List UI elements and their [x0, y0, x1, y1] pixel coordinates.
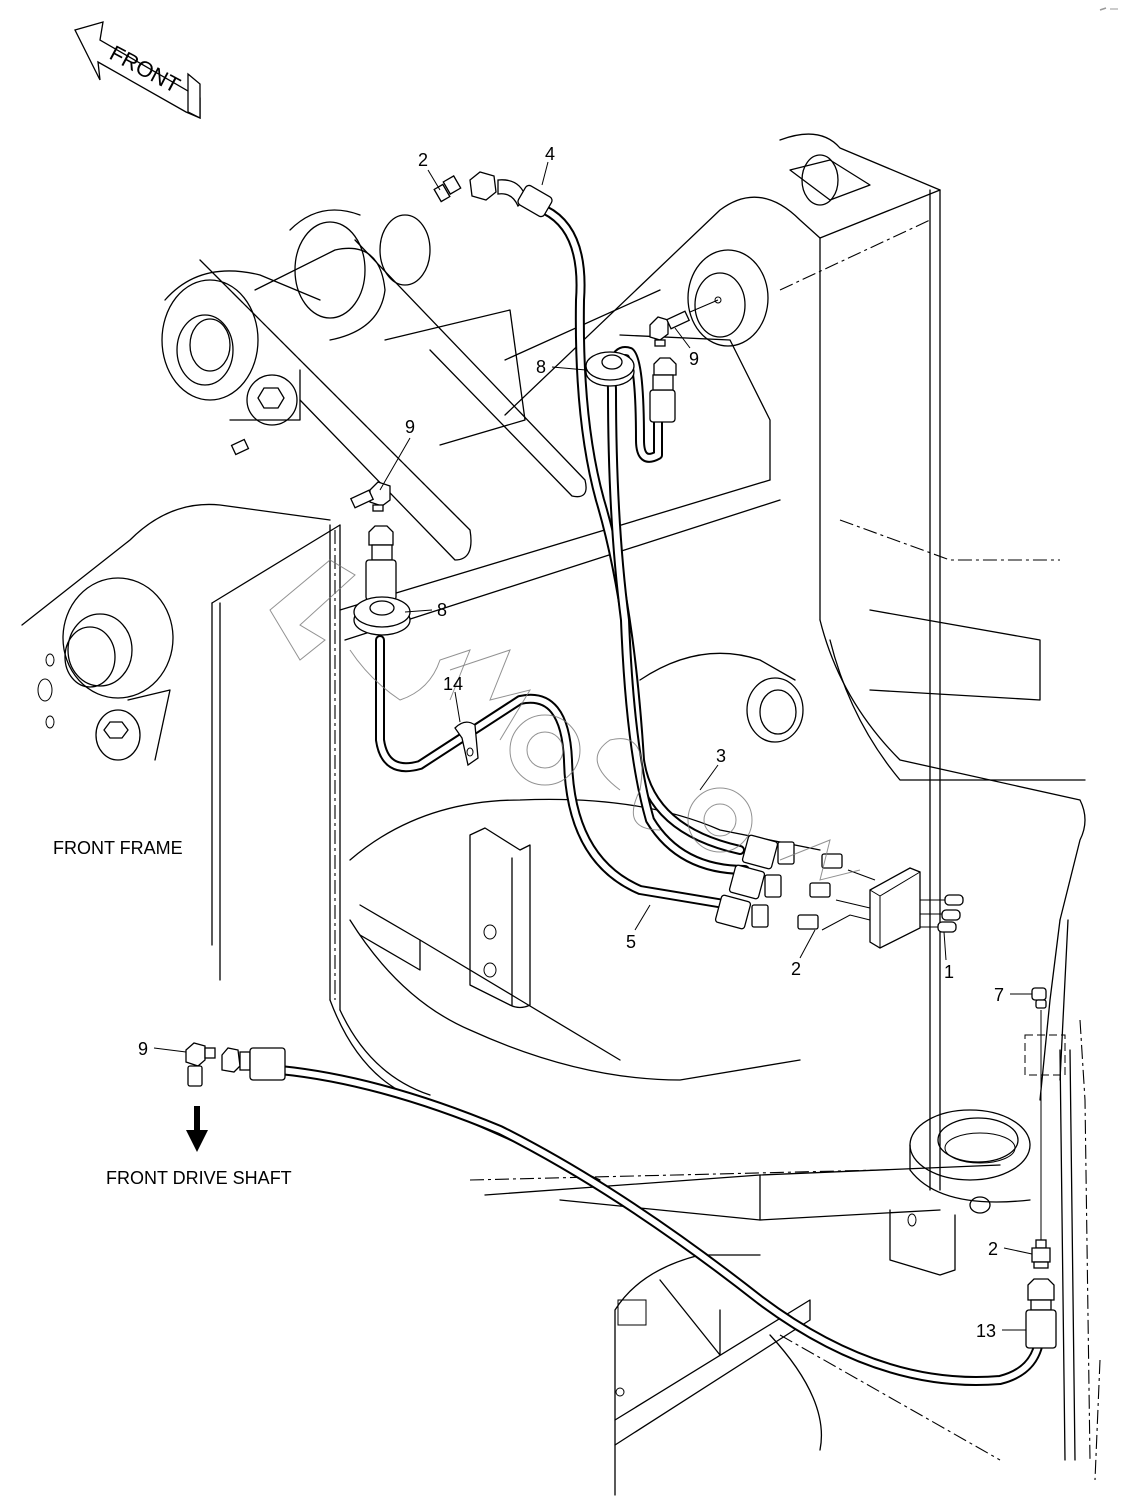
hose-3 [606, 346, 750, 875]
adapter-fitting [1031, 1239, 1051, 1269]
callout-13: 13 [976, 1321, 996, 1341]
hose-13-end-fitting [1025, 1278, 1057, 1349]
hose-clamp [454, 721, 479, 767]
watermark [269, 559, 861, 881]
callout-2: 2 [791, 959, 801, 979]
front-direction-arrow-icon: FRONT [74, 21, 201, 120]
corner-mark [1099, 7, 1118, 11]
grease-nipple [433, 175, 462, 203]
callout-1: 1 [944, 962, 954, 982]
callout-9: 9 [405, 417, 415, 437]
front-frame-structure [21, 133, 1101, 1496]
elbow-fitting [649, 299, 719, 347]
fittings [185, 171, 1057, 1349]
callout-2: 2 [988, 1239, 998, 1259]
callout-8: 8 [536, 357, 546, 377]
callout-9: 9 [689, 349, 699, 369]
hose-3-end-fitting [649, 357, 677, 423]
front-drive-shaft-caption: FRONT DRIVE SHAFT [106, 1168, 292, 1188]
elbow-fitting [185, 1042, 216, 1087]
elbow-fitting [349, 481, 391, 512]
hose-5 [375, 635, 735, 910]
front-frame-caption: FRONT FRAME [53, 838, 183, 858]
callout-14: 14 [443, 674, 463, 694]
manifold-hose-ends [714, 834, 843, 930]
bolt [230, 438, 250, 456]
hose-13-lower-end-fitting [221, 1047, 286, 1081]
grommet [585, 351, 635, 387]
callout-4: 4 [545, 144, 555, 164]
callout-3: 3 [716, 746, 726, 766]
callouts: 2 4 9 8 9 8 14 3 5 2 1 7 9 2 13 [138, 144, 1004, 1341]
down-arrow-icon [186, 1106, 208, 1152]
hose-13 [275, 1065, 1045, 1386]
callout-9: 9 [138, 1039, 148, 1059]
distribution-block [821, 867, 964, 949]
hose-5-end-fitting [365, 525, 397, 601]
elbow-fitting [1031, 987, 1047, 1240]
hose-4 [540, 205, 745, 855]
callout-8: 8 [437, 600, 447, 620]
hose-4-end-fitting [469, 171, 553, 218]
callout-7: 7 [994, 985, 1004, 1005]
callout-2: 2 [418, 150, 428, 170]
grommet [353, 596, 411, 636]
mounting-bracket [469, 827, 531, 1009]
callout-5: 5 [626, 932, 636, 952]
leader-lines [153, 161, 1033, 1331]
hoses [275, 205, 1045, 1386]
